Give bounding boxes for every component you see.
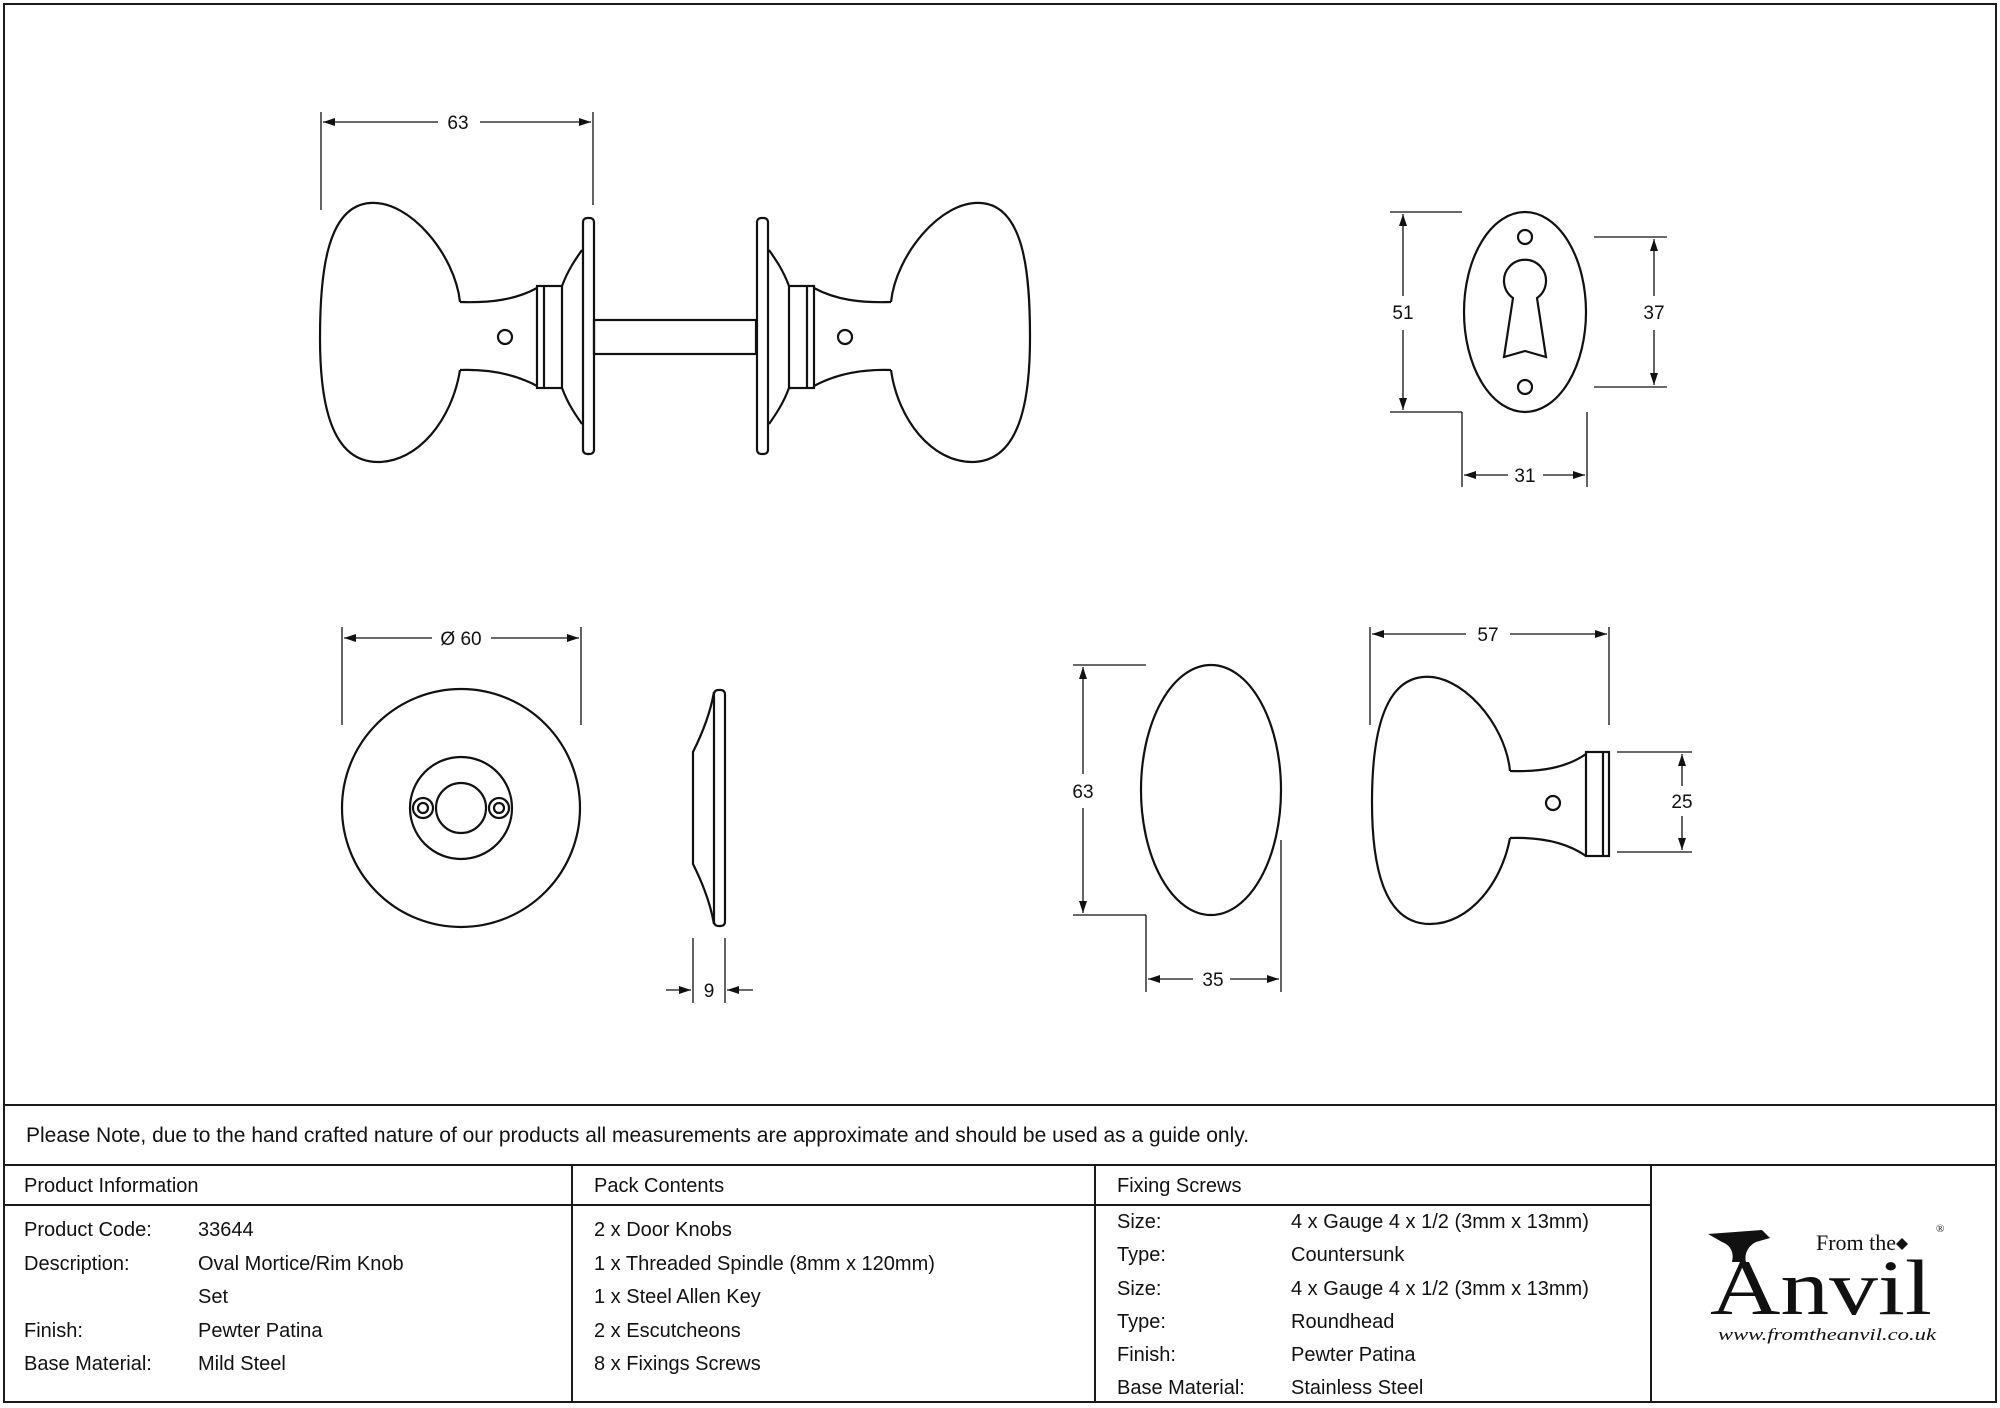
diamond-icon (1896, 1238, 1908, 1250)
logo-registered-mark: ® (1936, 1223, 1944, 1235)
dim-knob-projection: 57 (1477, 625, 1498, 646)
product-info-row: Set (24, 1281, 571, 1315)
pack-item: 2 x Door Knobs (594, 1219, 732, 1241)
product-code-label: Product Code: (24, 1219, 152, 1241)
fixing-type-label: Type: (1117, 1310, 1166, 1333)
fixing-finish-label: Finish: (1117, 1344, 1176, 1367)
technical-drawing: 63 51 (318, 112, 1693, 1003)
pack-contents-heading: Pack Contents (573, 1166, 1094, 1206)
fixing-type-label: Type: (1117, 1244, 1166, 1267)
anvil-icon (1708, 1230, 1770, 1262)
escutcheon-drawing: 51 37 31 (1390, 210, 1667, 487)
description-value-cont: Set (198, 1286, 229, 1308)
dim-escutcheon-width: 31 (1514, 466, 1535, 487)
drawing-frame (3, 3, 1997, 1403)
fixing-screws-column: Fixing Screws Size: 4 x Gauge 4 x 1/2 (3m… (1094, 1166, 1650, 1403)
product-code-value: 33644 (198, 1219, 254, 1241)
product-info-row: Description: Oval Mortice/Rim Knob (24, 1248, 571, 1282)
fixing-size-label: Size: (1117, 1277, 1162, 1300)
product-info-column: Product Information Product Code: 33644 D… (3, 1166, 571, 1403)
dim-escutcheon-hole-spacing: 37 (1643, 303, 1664, 324)
description-label: Description: (24, 1252, 130, 1275)
knob-assembly-drawing: 63 (318, 112, 1032, 464)
fixing-row: Finish: Pewter Patina (1117, 1339, 1650, 1372)
fixing-row: Size: 4 x Gauge 4 x 1/2 (3mm x 13mm) (1117, 1273, 1650, 1306)
knob-side-drawing: 57 25 (1369, 625, 1693, 926)
fixing-size-value: 4 x Gauge 4 x 1/2 (3mm x 13mm) (1291, 1211, 1589, 1233)
fixing-row: Type: Countersunk (1117, 1239, 1650, 1272)
fixing-screws-heading: Fixing Screws (1096, 1166, 1650, 1206)
logo-column: From the ® Anvil www.fromtheanvil.co.uk (1650, 1166, 1995, 1403)
fixing-base-material-value: Stainless Steel (1291, 1377, 1424, 1400)
base-material-value: Mild Steel (198, 1353, 286, 1375)
fixing-base-material-label: Base Material: (1117, 1377, 1245, 1400)
dim-neck-diameter: 25 (1671, 792, 1692, 813)
fixing-type-value: Countersunk (1291, 1244, 1405, 1267)
product-info-row: Finish: Pewter Patina (24, 1315, 571, 1349)
product-info-row: Product Code: 33644 (24, 1214, 571, 1248)
logo-brand: Anvil (1710, 1244, 1932, 1331)
rose-front-drawing: Ø 60 (340, 627, 582, 929)
info-table: Product Information Product Code: 33644 D… (3, 1164, 1997, 1403)
anvil-logo: From the ® Anvil www.fromtheanvil.co.uk (1708, 1223, 1944, 1344)
measurement-note: Please Note, due to the hand crafted nat… (3, 1104, 1997, 1165)
logo-from-the: From the (1816, 1230, 1896, 1255)
knob-front-drawing: 63 35 (1072, 663, 1283, 992)
pack-item: 8 x Fixings Screws (594, 1353, 761, 1375)
fixing-size-label: Size: (1117, 1211, 1162, 1233)
finish-label: Finish: (24, 1319, 83, 1342)
pack-item: 1 x Threaded Spindle (8mm x 120mm) (594, 1252, 935, 1275)
dim-rose-diameter: Ø 60 (440, 629, 481, 650)
pack-item: 2 x Escutcheons (594, 1319, 741, 1342)
fixing-row: Type: Roundhead (1117, 1306, 1650, 1339)
logo-url: www.fromtheanvil.co.uk (1718, 1325, 1937, 1344)
finish-value: Pewter Patina (198, 1319, 323, 1342)
pack-item: 1 x Steel Allen Key (594, 1286, 761, 1308)
dim-rose-thickness: 9 (704, 981, 715, 1002)
base-material-label: Base Material: (24, 1353, 152, 1375)
fixing-size-value: 4 x Gauge 4 x 1/2 (3mm x 13mm) (1291, 1277, 1589, 1300)
fixing-row: Size: 4 x Gauge 4 x 1/2 (3mm x 13mm) (1117, 1206, 1650, 1239)
pack-contents-column: Pack Contents 2 x Door Knobs 1 x Threade… (571, 1166, 1094, 1403)
fixing-finish-value: Pewter Patina (1291, 1344, 1416, 1367)
dim-knob-height: 63 (1072, 782, 1093, 803)
dim-knob-width: 35 (1202, 970, 1223, 991)
product-info-heading: Product Information (3, 1166, 571, 1206)
dim-knob-assembly-length: 63 (447, 113, 468, 134)
fixing-type-value: Roundhead (1291, 1310, 1395, 1333)
dim-escutcheon-height: 51 (1392, 303, 1413, 324)
rose-side-drawing: 9 (666, 688, 753, 1003)
product-info-row: Base Material: Mild Steel (24, 1348, 571, 1382)
description-value: Oval Mortice/Rim Knob (198, 1252, 404, 1275)
fixing-row: Base Material: Stainless Steel (1117, 1372, 1650, 1405)
